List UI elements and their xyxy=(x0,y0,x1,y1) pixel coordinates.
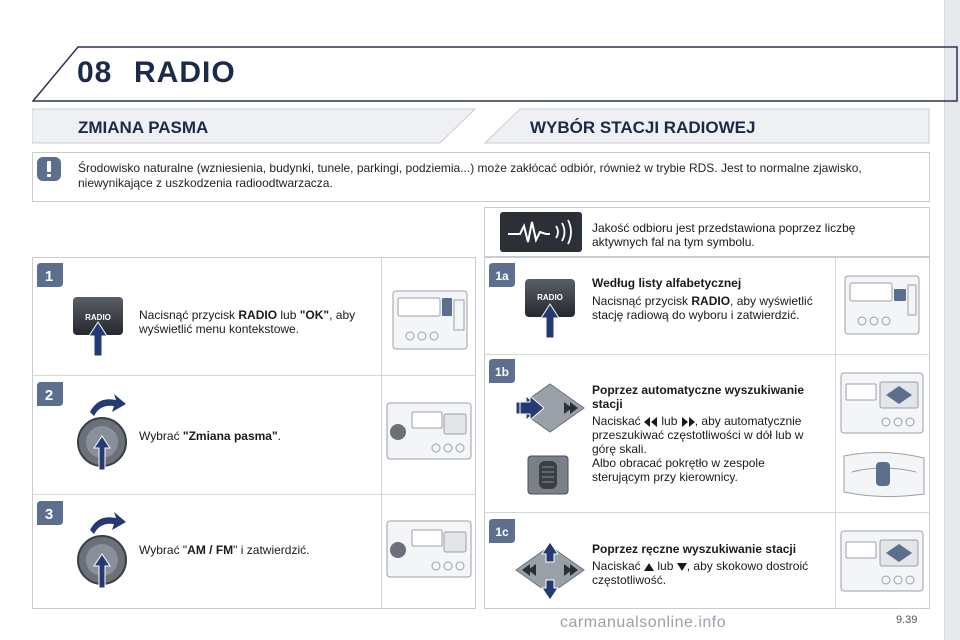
seek-up-icon xyxy=(681,416,695,427)
step-divider xyxy=(484,354,930,355)
step-1c-instruction: Naciskać lub , aby skokowo dostroić częs… xyxy=(592,559,809,587)
step-badge-1c: 1c xyxy=(489,519,515,543)
rotary-knob-icon xyxy=(77,394,127,471)
radio-unit-illustration xyxy=(840,530,924,592)
image-column-divider xyxy=(835,257,836,609)
step-badge-1b: 1b xyxy=(489,359,515,383)
manual-tune-control-icon xyxy=(515,541,585,601)
step-divider xyxy=(32,375,476,376)
step-badge-1a: 1a xyxy=(489,263,515,287)
svg-text:3: 3 xyxy=(45,506,53,523)
step-badge-3: 3 xyxy=(37,501,63,525)
page-number: 9.39 xyxy=(896,614,918,626)
radio-unit-illustration xyxy=(392,290,468,350)
warning-text: Środowisko naturalne (wzniesienia, budyn… xyxy=(78,161,862,190)
chapter-header-frame xyxy=(32,46,958,102)
svg-text:1b: 1b xyxy=(495,365,509,379)
arrow-down-icon xyxy=(676,562,687,571)
radio-unit-illustration xyxy=(386,520,472,578)
step-2-instruction: Wybrać "Zmiana pasma". xyxy=(139,429,281,443)
radio-button-icon: RADIO xyxy=(73,297,123,357)
chapter-title: RADIO xyxy=(134,56,236,89)
warning-box xyxy=(32,152,930,202)
section-banner-right xyxy=(484,108,930,144)
section-banner-left xyxy=(32,108,476,144)
step-badge-1: 1 xyxy=(37,263,63,287)
radio-button-icon: RADIO xyxy=(525,279,575,339)
steering-column-illustration xyxy=(843,451,925,498)
radio-unit-illustration xyxy=(844,275,920,335)
svg-text:RADIO: RADIO xyxy=(85,313,111,322)
method-heading-manual-search: Poprzez ręczne wyszukiwanie stacji xyxy=(592,542,797,556)
step-1b-wheel-instruction: Albo obracać pokrętło w zespole sterując… xyxy=(592,456,765,484)
signal-quality-text: Jakość odbioru jest przedstawiona poprze… xyxy=(592,221,856,249)
seek-down-icon xyxy=(644,416,658,427)
svg-text:RADIO: RADIO xyxy=(537,293,563,302)
section-title-band-change: ZMIANA PASMA xyxy=(78,118,209,137)
steering-thumbwheel-icon xyxy=(527,455,569,495)
step-3-instruction: Wybrać "AM / FM" i zatwierdzić. xyxy=(139,543,310,557)
svg-text:2: 2 xyxy=(45,387,53,404)
image-column-divider xyxy=(381,257,382,609)
svg-text:1: 1 xyxy=(45,268,53,285)
watermark: carmanualsonline.info xyxy=(560,614,727,631)
signal-quality-icon xyxy=(500,212,582,252)
step-1b-instruction: Naciskać lub , aby automatycznie przeszu… xyxy=(592,414,804,456)
radio-unit-illustration xyxy=(840,372,924,434)
step-1a-instruction: Nacisnąć przycisk RADIO, aby wyświetlić … xyxy=(592,294,813,322)
svg-text:1c: 1c xyxy=(495,525,509,539)
exclamation-icon xyxy=(37,157,61,181)
method-heading-auto-search: Poprzez automatyczne wyszukiwanie stacji xyxy=(592,383,805,411)
chapter-number: 08 xyxy=(77,56,113,89)
step-divider xyxy=(484,512,930,513)
step-divider xyxy=(32,494,476,495)
section-title-station-select: WYBÓR STACJI RADIOWEJ xyxy=(530,118,756,137)
rotary-knob-icon xyxy=(77,512,127,589)
svg-text:1a: 1a xyxy=(495,269,509,283)
step-1-instruction: Nacisnąć przycisk RADIO lub "OK", aby wy… xyxy=(139,308,356,336)
method-heading-alphabetical: Według listy alfabetycznej xyxy=(592,276,742,290)
seek-control-icon xyxy=(515,383,585,433)
page-edge-band xyxy=(944,0,960,640)
radio-unit-illustration xyxy=(386,402,472,460)
arrow-up-icon xyxy=(644,562,655,571)
step-badge-2: 2 xyxy=(37,382,63,406)
